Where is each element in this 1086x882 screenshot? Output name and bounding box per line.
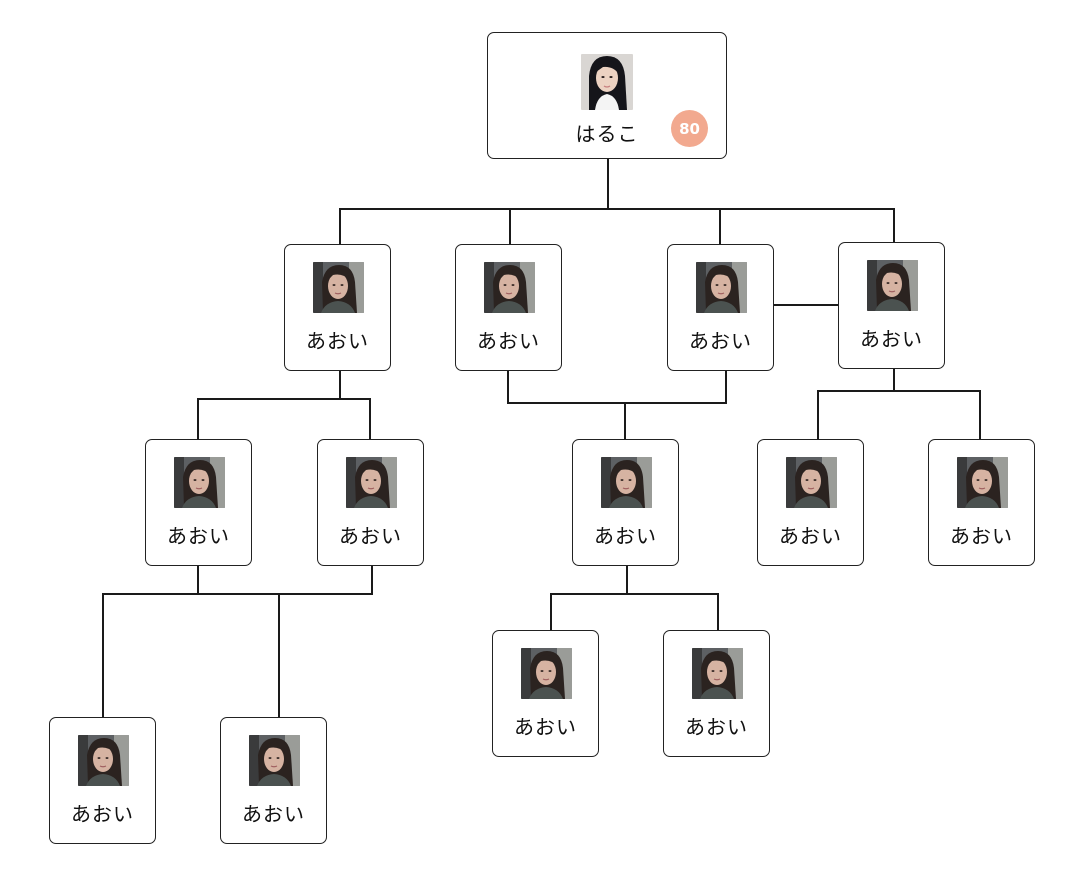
avatar [346, 457, 397, 508]
person-node[interactable]: あおい [145, 439, 252, 566]
avatar [484, 262, 535, 313]
root-node[interactable]: はるこ 80 [487, 32, 727, 159]
woman-portrait-photo [346, 457, 397, 508]
count-badge: 80 [671, 110, 708, 147]
node-name: あおい [689, 329, 752, 353]
node-name: あおい [339, 524, 402, 548]
person-node[interactable]: あおい [220, 717, 327, 844]
node-name: あおい [71, 802, 134, 826]
node-name: あおい [477, 329, 540, 353]
person-node[interactable]: あおい [492, 630, 599, 757]
person-node[interactable]: あおい [928, 439, 1035, 566]
woman-portrait-photo [249, 735, 300, 786]
woman-portrait-photo [521, 648, 572, 699]
node-name: あおい [950, 524, 1013, 548]
woman-portrait-photo [696, 262, 747, 313]
avatar [313, 262, 364, 313]
person-node[interactable]: あおい [667, 244, 774, 371]
woman-portrait-photo [692, 648, 743, 699]
avatar [786, 457, 837, 508]
node-name: あおい [594, 524, 657, 548]
person-node[interactable]: あおい [838, 242, 945, 369]
avatar [521, 648, 572, 699]
person-node[interactable]: あおい [572, 439, 679, 566]
woman-portrait-photo [601, 457, 652, 508]
node-name: あおい [242, 802, 305, 826]
avatar [174, 457, 225, 508]
avatar [581, 54, 633, 110]
node-name: あおい [306, 329, 369, 353]
woman-portrait-photo [484, 262, 535, 313]
avatar [249, 735, 300, 786]
woman-long-dark-hair-photo [581, 54, 633, 110]
avatar [696, 262, 747, 313]
person-node[interactable]: あおい [49, 717, 156, 844]
woman-portrait-photo [174, 457, 225, 508]
avatar [78, 735, 129, 786]
woman-portrait-photo [313, 262, 364, 313]
avatar [601, 457, 652, 508]
woman-portrait-photo [786, 457, 837, 508]
avatar [692, 648, 743, 699]
node-name: あおい [860, 327, 923, 351]
woman-portrait-photo [78, 735, 129, 786]
person-node[interactable]: あおい [317, 439, 424, 566]
node-name: あおい [167, 524, 230, 548]
node-name: あおい [514, 715, 577, 739]
avatar [867, 260, 918, 311]
woman-portrait-photo [957, 457, 1008, 508]
node-name: あおい [779, 524, 842, 548]
woman-portrait-photo [867, 260, 918, 311]
person-node[interactable]: あおい [757, 439, 864, 566]
node-name: はるこ [575, 122, 639, 146]
person-node[interactable]: あおい [663, 630, 770, 757]
node-name: あおい [685, 715, 748, 739]
avatar [957, 457, 1008, 508]
person-node[interactable]: あおい [455, 244, 562, 371]
person-node[interactable]: あおい [284, 244, 391, 371]
